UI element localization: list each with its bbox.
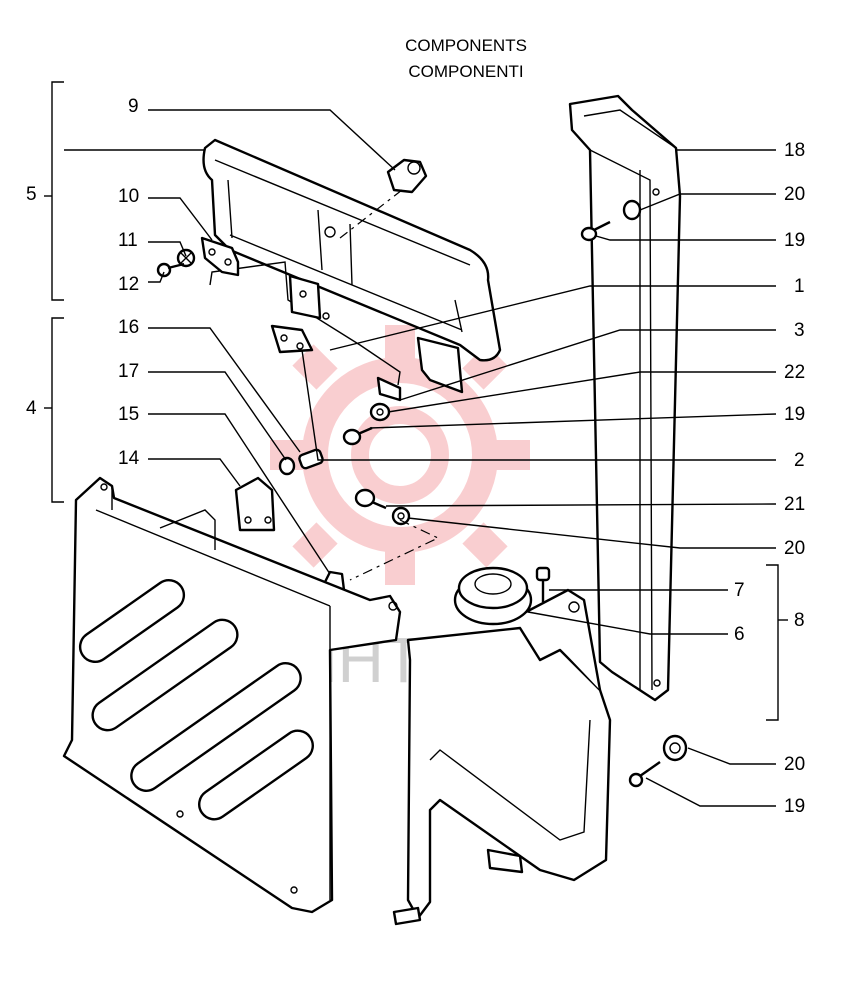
label-11: 11 (118, 230, 138, 251)
label-3: 3 (794, 320, 805, 341)
label-6: 6 (734, 624, 745, 645)
washer-part-20-middle (391, 506, 411, 526)
label-12: 12 (118, 274, 139, 295)
screw-part-19-top (580, 220, 611, 242)
lamp-part-9 (339, 158, 428, 239)
label-16: 16 (118, 317, 139, 338)
screw-part-7 (535, 566, 551, 602)
washer-part-11 (176, 248, 196, 268)
label-5: 5 (26, 184, 37, 205)
screw-part-21 (354, 488, 387, 510)
label-7: 7 (734, 580, 745, 601)
washer-part-22 (369, 402, 391, 422)
label-19-top: 19 (784, 230, 805, 251)
label-9: 9 (128, 96, 139, 117)
plate-part-2 (270, 324, 314, 354)
label-8: 8 (794, 610, 805, 631)
bracket-group-4 (44, 317, 64, 503)
filler-cap-part-6 (453, 566, 533, 626)
label-20-middle: 20 (784, 538, 805, 559)
diagram-title-en: COMPONENTS (405, 36, 527, 55)
bracket-group-8 (766, 564, 788, 721)
bracket-group-5 (44, 81, 64, 301)
label-21: 21 (784, 494, 805, 515)
label-14: 14 (118, 448, 140, 469)
label-18: 18 (784, 140, 805, 161)
washer-part-17 (278, 456, 296, 476)
label-19-bottom: 19 (784, 796, 805, 817)
centerline (349, 519, 440, 581)
label-22: 22 (784, 362, 805, 383)
label-10: 10 (118, 186, 139, 207)
screw-part-19-middle (342, 426, 373, 446)
label-20-top: 20 (784, 184, 805, 205)
plate-part-3 (376, 336, 464, 402)
diagram-title-it: COMPONENTI (408, 62, 524, 81)
label-15: 15 (118, 404, 139, 425)
plate-part-1 (288, 274, 330, 320)
leader-lines (64, 109, 777, 807)
callout-labels: 9 5 10 11 12 16 17 4 15 14 18 20 19 1 3 … (26, 96, 805, 817)
washer-part-20-top (622, 199, 642, 221)
label-2: 2 (794, 450, 805, 471)
washer-part-20-bottom (662, 734, 688, 762)
bracket-part-14 (234, 476, 276, 532)
label-1: 1 (794, 276, 805, 297)
label-4: 4 (26, 398, 37, 419)
screw-part-12 (156, 262, 185, 278)
fuel-tank-part-8 (392, 588, 612, 926)
plate-part-10 (200, 236, 240, 277)
vertical-bracket-part-18 (568, 94, 682, 702)
label-20-bottom: 20 (784, 754, 805, 775)
screw-part-19-bottom (628, 761, 661, 788)
upper-frame-panel (202, 138, 502, 386)
label-19-middle: 19 (784, 404, 805, 425)
label-17: 17 (118, 361, 139, 382)
battery-tray-panel (62, 476, 402, 914)
